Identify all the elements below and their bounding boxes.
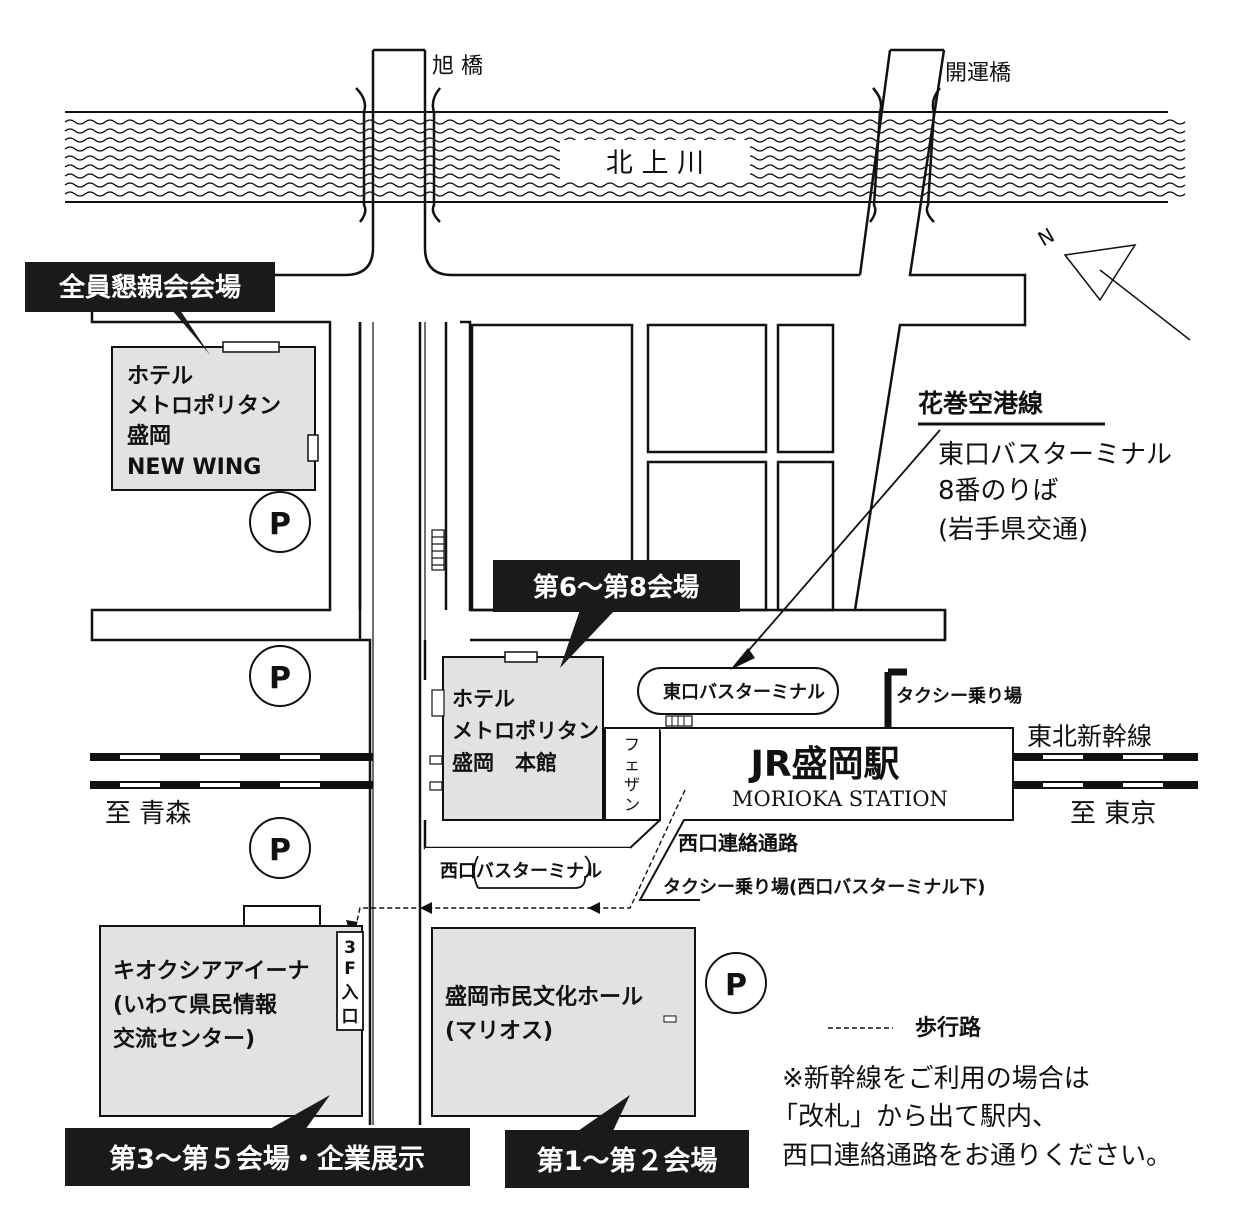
marios-line-1: 盛岡市民文化ホール xyxy=(445,984,643,1010)
tag-honkan: 第6〜第8会場 xyxy=(493,560,740,668)
honkan-line-3: 盛岡 本館 xyxy=(452,751,557,775)
station-roman: MORIOKA STATION xyxy=(732,787,948,811)
fezan-3: ザ xyxy=(624,775,640,794)
rail-left-tie xyxy=(120,783,160,787)
bridge-brackets xyxy=(355,87,941,223)
venue-marios[interactable]: 盛岡市民文化ホール (マリオス) xyxy=(431,927,696,1117)
east-bus-terminal[interactable]: 東口バスターミナル xyxy=(637,667,839,727)
note-line-2: 「改札」から出て駅内、 xyxy=(772,1102,1058,1132)
west-bus-terminal[interactable]: 西口バスターミナル xyxy=(425,848,630,896)
fezan-4: ン xyxy=(624,795,640,814)
station[interactable]: フ ェ ザ ン JR盛岡駅 MORIOKA STATION xyxy=(604,727,1014,901)
asahi-bridge-label: 旭 橋 xyxy=(432,54,483,79)
parking-icon-1: P xyxy=(249,491,311,553)
walkway-path xyxy=(354,789,686,931)
note-line-3: 西口連絡通路をお通りください。 xyxy=(782,1141,1172,1171)
honkan-line-2: メトロポリタン xyxy=(452,719,599,743)
new-wing-line-4: NEW WING xyxy=(127,455,261,480)
parking-label-3: P xyxy=(269,833,291,868)
west-passage-label: 西口連絡通路 xyxy=(678,831,799,855)
airport-info-3: (岩手県交通) xyxy=(938,515,1088,545)
entrance-char-1: 3 xyxy=(344,938,356,958)
parking-icon-2: P xyxy=(249,645,311,707)
rail-right-tie xyxy=(1123,783,1163,787)
west-taxi-label: タクシー乗り場(西口バスターミナル下) xyxy=(663,877,985,898)
rail-left-tie xyxy=(280,783,320,787)
parking-label-1: P xyxy=(269,507,291,542)
tag-honkan-text: 第6〜第8会場 xyxy=(533,572,699,603)
kiokushia-line-3: 交流センター) xyxy=(113,1026,255,1052)
airport-line-callout: 花巻空港線 東口バスターミナル 8番のりば (岩手県交通) xyxy=(730,389,1172,670)
legend: 歩行路 xyxy=(828,1015,982,1041)
east-taxi-stand[interactable]: タクシー乗り場 xyxy=(884,668,1022,728)
entrance-char-2: F xyxy=(344,959,356,979)
walkway-arrow-1 xyxy=(588,902,600,914)
parking-label-4: P xyxy=(725,968,747,1003)
fezan-1: フ xyxy=(624,735,640,754)
parking-icon-3: P xyxy=(249,817,311,879)
airport-line-label: 花巻空港線 xyxy=(918,389,1043,418)
parking-icon-4: P xyxy=(705,952,767,1014)
rail-left-tie xyxy=(200,783,240,787)
marios-line-2: (マリオス) xyxy=(445,1019,553,1044)
tag-kiokushia-text: 第3〜第５会場・企業展示 xyxy=(109,1143,425,1175)
airport-info-1: 東口バスターミナル xyxy=(938,440,1172,470)
east-bus-terminal-label: 東口バスターミナル xyxy=(663,681,825,703)
rail-left-tie xyxy=(120,755,160,759)
river-name: 北 上 川 xyxy=(606,148,704,179)
walkway-arrow-2 xyxy=(420,902,432,914)
shinkansen-note: ※新幹線をご利用の場合は 「改札」から出て駅内、 西口連絡通路をお通りください。 xyxy=(772,1064,1172,1171)
roads xyxy=(90,48,1027,1125)
new-wing-line-3: 盛岡 xyxy=(127,423,171,449)
rail-right-tie xyxy=(1123,755,1163,759)
shinkansen-label: 東北新幹線 xyxy=(1027,722,1152,751)
venue-new-wing[interactable]: ホテル メトロポリタン 盛岡 NEW WING xyxy=(111,341,319,491)
rail-right-tie xyxy=(1043,755,1083,759)
new-wing-line-1: ホテル xyxy=(127,364,193,389)
venue-kiokushia-aina[interactable]: 3 F 入 口 キオクシアアイーナ (いわて県民情報 交流センター) xyxy=(99,905,364,1117)
kiokushia-line-1: キオクシアアイーナ xyxy=(113,959,309,984)
tag-marios: 第1〜第２会場 xyxy=(505,1095,749,1188)
railway xyxy=(90,753,1198,789)
north-arrow-icon: N xyxy=(1034,223,1191,341)
legend-walkway: 歩行路 xyxy=(915,1015,982,1041)
honkan-line-1: ホテル xyxy=(452,687,515,711)
river: 北 上 川 xyxy=(64,111,1186,203)
rail-right-tie xyxy=(1043,783,1083,787)
rail-left-tie xyxy=(280,755,320,759)
tag-new-wing: 全員懇親会会場 xyxy=(25,262,275,355)
rail-left-tie xyxy=(200,755,240,759)
rail-right-track xyxy=(1013,781,1198,789)
parking-label-2: P xyxy=(269,661,291,696)
to-tokyo-label: 至 東京 xyxy=(1070,799,1156,829)
to-aomori-label: 至 青森 xyxy=(105,799,191,829)
entrance-char-4: 口 xyxy=(342,1007,359,1027)
tag-marios-text: 第1〜第２会場 xyxy=(537,1145,718,1177)
west-bus-terminal-label: 西口バスターミナル xyxy=(440,861,602,882)
east-taxi-label: タクシー乗り場 xyxy=(896,686,1022,707)
note-line-1: ※新幹線をご利用の場合は xyxy=(782,1064,1090,1094)
new-wing-line-2: メトロポリタン xyxy=(127,393,281,419)
tag-kiokushia: 第3〜第５会場・企業展示 xyxy=(65,1095,470,1186)
venue-honkan[interactable]: ホテル メトロポリタン 盛岡 本館 xyxy=(429,651,604,821)
crosswalk xyxy=(431,529,445,571)
tag-new-wing-text: 全員懇親会会場 xyxy=(58,272,241,303)
kiokushia-line-2: (いわて県民情報 xyxy=(113,992,278,1018)
station-name: JR盛岡駅 xyxy=(747,744,899,785)
rail-right-track xyxy=(1013,753,1198,761)
fezan-2: ェ xyxy=(624,755,640,774)
north-label: N xyxy=(1034,223,1059,251)
airport-info-2: 8番のりば xyxy=(938,476,1059,506)
entrance-char-3: 入 xyxy=(342,983,359,1003)
kaiun-bridge-label: 開運橋 xyxy=(945,61,1011,86)
